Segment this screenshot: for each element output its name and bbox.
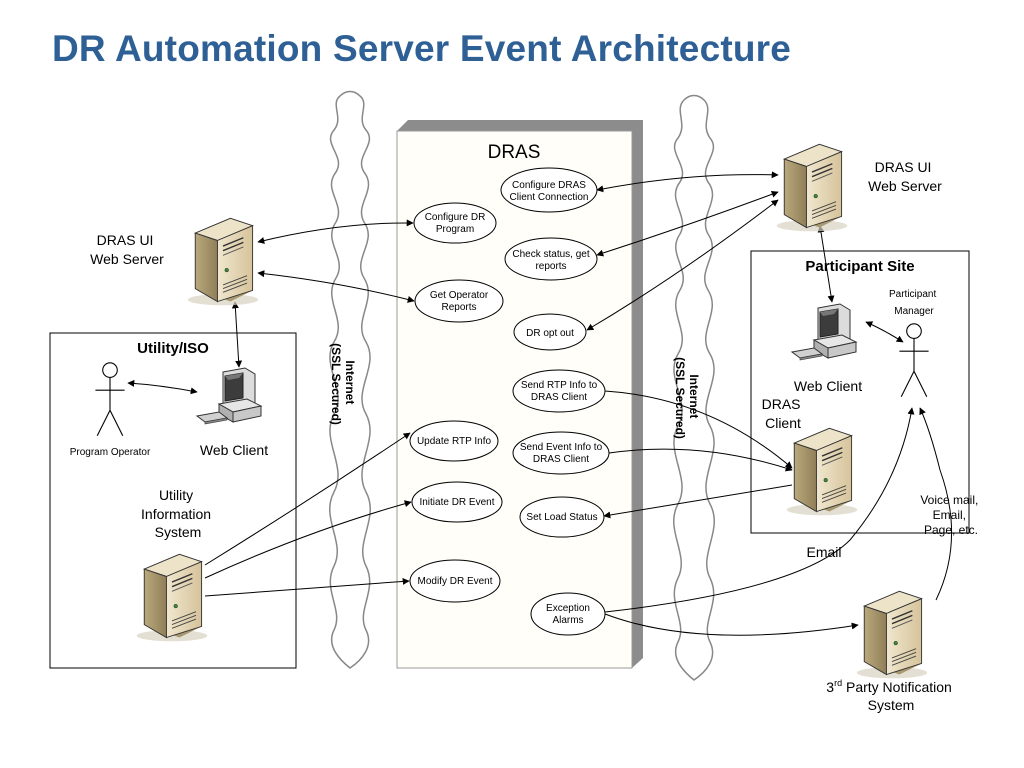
program-operator-actor-icon xyxy=(94,362,126,437)
dras-ui-web-server-left-icon xyxy=(187,217,259,306)
web-client-left-icon xyxy=(196,367,262,425)
use-case-dr-opt-out: DR opt out xyxy=(513,313,587,351)
utility-information-system-label: Utility Information System xyxy=(141,487,215,540)
utility-iso-box xyxy=(49,332,297,669)
use-case-initiate-dr-event: Initiate DR Event xyxy=(411,481,503,523)
dras-box-title: DRAS xyxy=(488,142,541,163)
connectors xyxy=(127,171,952,636)
svg-text:Modify DR Event: Modify DR Event xyxy=(417,576,492,587)
dras-client-server-icon xyxy=(786,427,858,516)
dras-client-label: DRAS Client xyxy=(762,396,805,431)
dras-ui-web-server-right-label: DRAS UI Web Server xyxy=(868,159,942,194)
use-case-update-rtp-info: Update RTP Info xyxy=(409,420,499,462)
participant-site-title: Participant Site xyxy=(805,258,914,275)
dras-ui-web-server-left-label: DRAS UI Web Server xyxy=(90,232,164,267)
program-operator-label: Program Operator xyxy=(70,447,151,458)
internet-label-right: Internet (SSL Secured) xyxy=(673,357,701,439)
svg-text:Initiate DR Event: Initiate DR Event xyxy=(419,497,494,508)
third-party-notification-label: 3rd Party Notification System xyxy=(826,678,955,713)
internet-label-left: Internet (SSL Secured) xyxy=(329,343,357,425)
dras-ui-web-server-right-icon xyxy=(776,143,848,232)
svg-text:DR opt out: DR opt out xyxy=(526,328,574,339)
page-title: DR Automation Server Event Architecture xyxy=(52,28,792,69)
svg-text:Set Load Status: Set Load Status xyxy=(526,512,597,523)
web-client-right-icon xyxy=(791,303,857,361)
participant-site-box xyxy=(750,250,970,534)
web-client-left-label: Web Client xyxy=(200,442,268,458)
participant-manager-label: Participant Manager xyxy=(889,289,939,317)
third-party-notification-server-icon xyxy=(856,590,928,679)
use-case-modify-dr-event: Modify DR Event xyxy=(409,559,501,603)
email-label: Email xyxy=(806,544,841,560)
use-case-set-load-status: Set Load Status xyxy=(519,496,605,538)
voice-mail-label: Voice mail, Email, Page, etc. xyxy=(920,493,981,537)
svg-text:Update RTP Info: Update RTP Info xyxy=(417,436,492,447)
utility-iso-title: Utility/ISO xyxy=(137,340,209,357)
utility-information-system-server-icon xyxy=(136,553,208,642)
participant-manager-actor-icon xyxy=(898,323,930,398)
web-client-right-label: Web Client xyxy=(794,378,862,394)
